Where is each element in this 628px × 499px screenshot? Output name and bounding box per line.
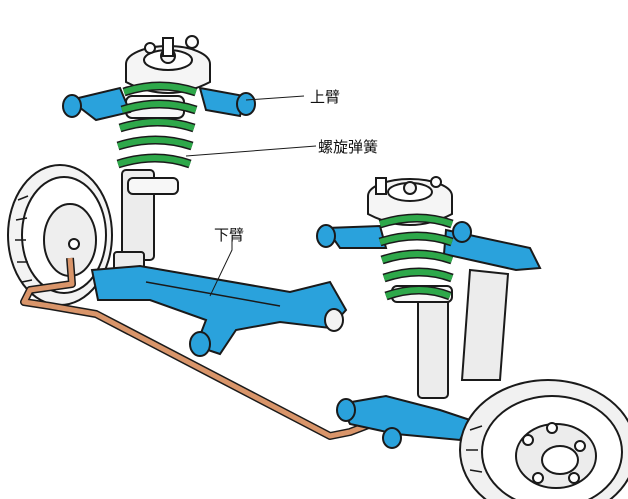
right-wheel-hub xyxy=(459,379,628,499)
label-upper-arm: 上臂 xyxy=(310,88,341,106)
leader-coil-spring xyxy=(185,145,317,157)
label-coil-spring: 螺旋弹簧 xyxy=(318,138,379,156)
left-upper-arm xyxy=(62,86,256,122)
right-top-mount xyxy=(367,176,453,226)
right-lower-arm xyxy=(336,394,472,449)
right-upper-arm xyxy=(316,221,542,272)
leader-lines xyxy=(185,95,317,297)
left-lower-arm xyxy=(90,264,348,357)
leader-upper-arm xyxy=(245,95,305,101)
label-lower-arm: 下臂 xyxy=(214,226,245,244)
left-brake-disc xyxy=(7,164,113,306)
leader-lower-arm xyxy=(209,240,233,297)
